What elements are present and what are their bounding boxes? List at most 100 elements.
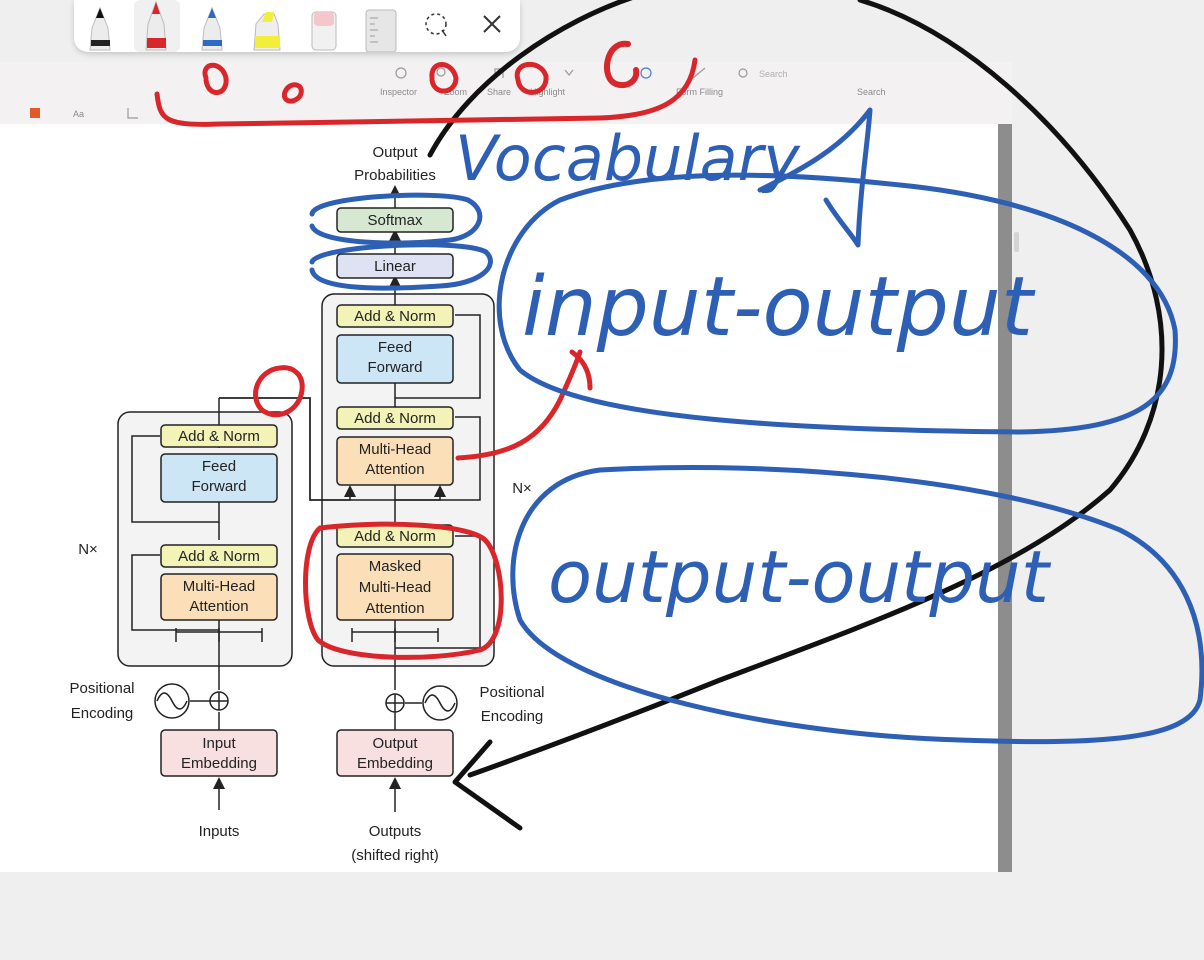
red-letter-o-3 bbox=[514, 61, 549, 95]
encoder-feed-forward bbox=[160, 453, 278, 503]
masked-label-3: Attention bbox=[365, 600, 424, 617]
blue-circle-linear bbox=[309, 242, 493, 291]
decoder-multi-head-attention bbox=[336, 436, 454, 486]
zoom-icon bbox=[436, 67, 446, 77]
sine-wave-icon bbox=[422, 685, 458, 721]
feed-forward-label-1: Feed bbox=[378, 339, 412, 356]
positional-encoding-symbols bbox=[154, 683, 458, 721]
markup-toolbar-row: Aa bbox=[30, 108, 138, 119]
sine-wave-icon bbox=[154, 683, 190, 719]
output-embedding-label-1: Output bbox=[372, 735, 418, 752]
info-icon bbox=[395, 67, 407, 79]
linear-label: Linear bbox=[374, 258, 416, 275]
ruler-tool[interactable] bbox=[365, 9, 397, 53]
annotation-input-output: input-output bbox=[522, 260, 1036, 355]
crop-icon[interactable] bbox=[127, 108, 138, 119]
red-scribble-top bbox=[154, 57, 698, 127]
share-label: Share bbox=[487, 87, 511, 97]
color-swatch[interactable] bbox=[30, 108, 40, 118]
softmax-box bbox=[336, 207, 454, 233]
output-embedding-box bbox=[336, 729, 454, 777]
inspector-label: Inspector bbox=[380, 87, 417, 97]
highlight-button[interactable]: Highlight bbox=[530, 69, 574, 97]
add-norm-label: Add & Norm bbox=[354, 528, 436, 545]
feed-forward-label-2: Forward bbox=[367, 359, 422, 376]
connector-lines bbox=[131, 185, 481, 812]
transformer-diagram: Output Probabilities Softmax Linear Add … bbox=[69, 144, 544, 864]
decoder-feed-forward bbox=[336, 334, 454, 384]
multi-head-label-1: Multi-Head bbox=[183, 578, 256, 595]
form-filling-button[interactable]: Form Filling bbox=[640, 67, 723, 97]
feed-forward-label-1: Feed bbox=[202, 458, 236, 475]
masked-label-1: Masked bbox=[369, 558, 422, 575]
encoder-add-norm-1 bbox=[160, 544, 278, 568]
multi-head-label-1: Multi-Head bbox=[359, 441, 432, 458]
output-probabilities-label-1: Output bbox=[372, 144, 418, 161]
encoder-block bbox=[117, 411, 293, 667]
search-input[interactable]: Search bbox=[759, 69, 788, 79]
eraser-tool[interactable] bbox=[311, 11, 337, 51]
lasso-select-icon[interactable] bbox=[425, 13, 447, 37]
add-norm-label: Add & Norm bbox=[178, 548, 260, 565]
positional-encoding-right-2: Encoding bbox=[481, 708, 544, 725]
chevron-down-icon bbox=[564, 69, 574, 76]
input-embedding-box bbox=[160, 729, 278, 777]
annotation-output-output: output-output bbox=[548, 535, 1052, 619]
output-embedding-label-2: Embedding bbox=[357, 755, 433, 772]
blue-arrow bbox=[757, 107, 873, 248]
form-filling-icon bbox=[692, 67, 706, 79]
decoder-masked-attention bbox=[336, 553, 454, 621]
toolbar-icons: Inspector Zoom Share Highlight Form Fill… bbox=[30, 67, 886, 119]
font-button[interactable]: Aa bbox=[73, 109, 84, 119]
add-norm-label: Add & Norm bbox=[354, 308, 436, 325]
highlight-label: Highlight bbox=[530, 87, 566, 97]
red-letter-e bbox=[282, 82, 304, 104]
close-icon[interactable] bbox=[483, 15, 501, 33]
blue-ellipse-input-output bbox=[496, 172, 1178, 435]
input-embedding-label-2: Embedding bbox=[181, 755, 257, 772]
multi-head-label-2: Attention bbox=[365, 461, 424, 478]
scroll-thumb[interactable] bbox=[1014, 232, 1019, 252]
zoom-label: Zoom bbox=[444, 87, 467, 97]
inputs-label: Inputs bbox=[199, 823, 240, 840]
red-link-stroke bbox=[455, 349, 593, 461]
blue-circle-softmax bbox=[309, 192, 483, 246]
outputs-label-2: (shifted right) bbox=[351, 847, 439, 864]
inspector-button[interactable]: Inspector bbox=[380, 67, 417, 97]
red-pen-tool[interactable] bbox=[134, 0, 180, 52]
decoder-nx-label: N× bbox=[512, 480, 532, 497]
red-circle-masked bbox=[303, 521, 504, 660]
input-embedding-label-1: Input bbox=[202, 735, 236, 752]
linear-box bbox=[336, 253, 454, 279]
form-filling-label: Form Filling bbox=[676, 87, 723, 97]
encoder-add-norm-2 bbox=[160, 424, 278, 448]
blue-ellipse-output-output bbox=[510, 465, 1204, 745]
decoder-add-norm-2 bbox=[336, 406, 454, 430]
pen-palette bbox=[74, 0, 520, 53]
preview-toolbar bbox=[0, 62, 1012, 125]
softmax-label: Softmax bbox=[367, 212, 423, 229]
annotations: Vocabulary input-output output-output bbox=[154, 0, 1204, 831]
search-icon bbox=[738, 68, 748, 78]
black-pen-tool[interactable] bbox=[89, 6, 111, 51]
encoder-nx-label: N× bbox=[78, 541, 98, 558]
encoder-multi-head-attention bbox=[160, 573, 278, 621]
positional-encoding-left-1: Positional bbox=[69, 680, 134, 697]
output-probabilities-label-2: Probabilities bbox=[354, 167, 436, 184]
red-circle-small bbox=[253, 365, 305, 418]
yellow-highlighter-tool[interactable] bbox=[253, 12, 281, 51]
search-field[interactable]: Search Search bbox=[738, 68, 886, 97]
black-arrow-stroke bbox=[427, 0, 1165, 831]
masked-label-2: Multi-Head bbox=[359, 579, 432, 596]
annotation-vocabulary: Vocabulary bbox=[455, 122, 801, 195]
positional-encoding-right-1: Positional bbox=[479, 684, 544, 701]
zoom-button[interactable]: Zoom bbox=[436, 67, 467, 97]
multi-head-label-2: Attention bbox=[189, 598, 248, 615]
blue-pen-tool[interactable] bbox=[201, 6, 223, 51]
diagram-boxes bbox=[160, 207, 454, 777]
outputs-label-1: Outputs bbox=[369, 823, 422, 840]
positional-encoding-left-2: Encoding bbox=[71, 705, 134, 722]
diagram-labels: Output Probabilities Softmax Linear Add … bbox=[69, 144, 544, 864]
red-letter-c bbox=[604, 40, 640, 88]
